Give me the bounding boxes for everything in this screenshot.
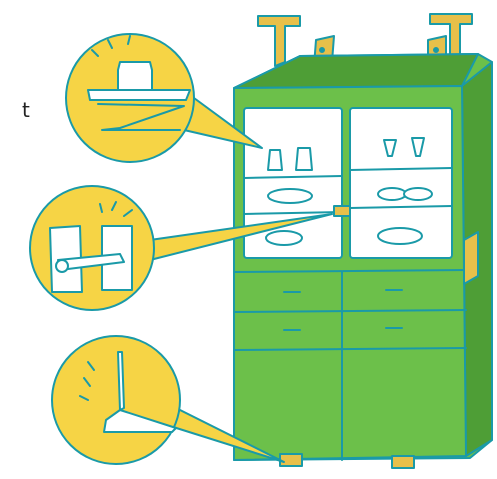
shelf-lip-callout (66, 34, 262, 162)
display-cabinet-icon (234, 54, 492, 468)
stray-letter: t (22, 100, 30, 120)
